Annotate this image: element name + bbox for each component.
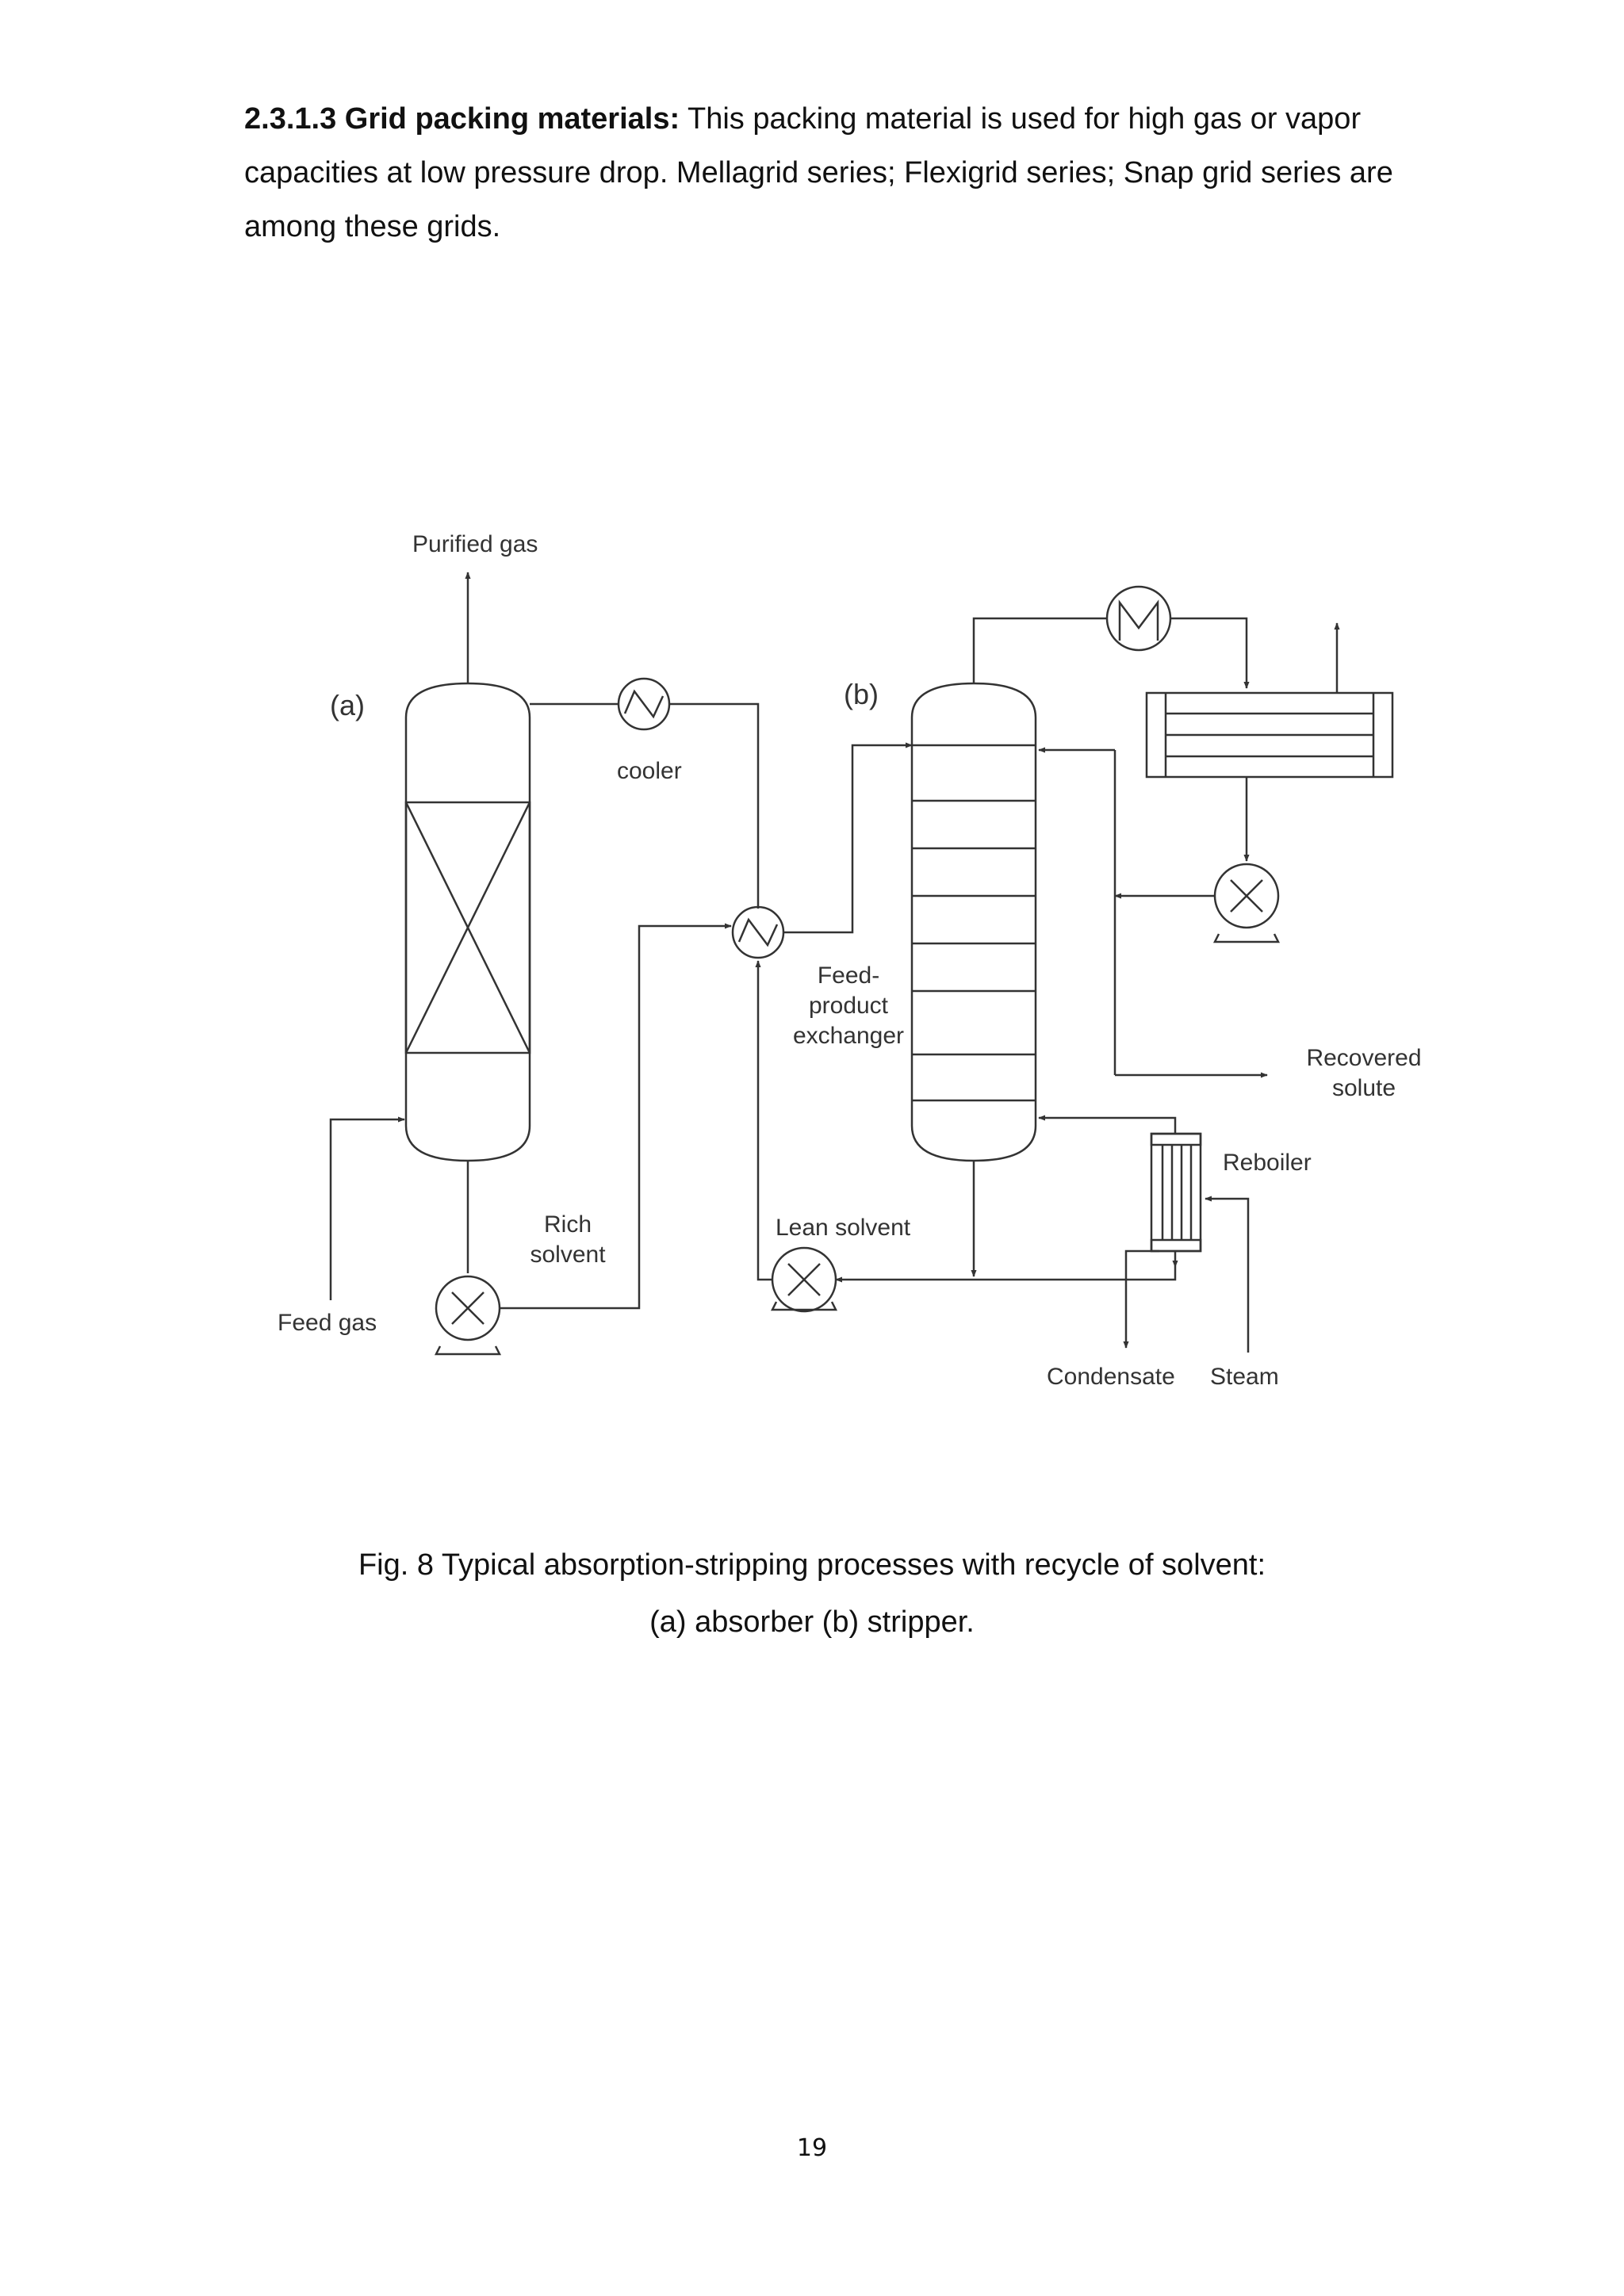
caption-line-1: Fig. 8 Typical absorption-stripping proc… — [358, 1548, 1266, 1582]
reboiler — [1150, 1132, 1202, 1253]
label-rich-2: solvent — [530, 1242, 606, 1268]
label-feed-product-2: product — [809, 993, 889, 1019]
reflux-drum — [1145, 691, 1394, 779]
lean-solvent-line — [755, 960, 772, 1281]
label-column-b: (b) — [844, 678, 879, 710]
absorber-column — [404, 682, 531, 1162]
label-feed-gas: Feed gas — [278, 1310, 377, 1336]
label-condensate: Condensate — [1047, 1364, 1175, 1390]
label-feed-product-1: Feed- — [818, 962, 879, 989]
caption-line-2: (a) absorber (b) stripper. — [649, 1605, 975, 1639]
rich-solvent-line — [500, 923, 732, 1310]
label-recovered-1: Recovered — [1306, 1045, 1421, 1071]
label-cooler: cooler — [617, 758, 682, 784]
stripper-overhead-line — [972, 617, 1107, 683]
page-number: 19 — [796, 2134, 828, 2162]
cooler-to-exchanger-line — [669, 702, 760, 909]
stripper-column — [910, 682, 1037, 1162]
condensate-line — [1123, 1249, 1159, 1349]
section-body: This packing material is used for high g… — [244, 102, 1393, 243]
steam-line — [1205, 1196, 1250, 1353]
feed-gas-line — [329, 1116, 405, 1300]
label-recovered-2: solute — [1332, 1075, 1396, 1101]
label-lean-solvent: Lean solvent — [776, 1215, 911, 1241]
section-heading: 2.3.1.3 Grid packing materials: — [244, 102, 680, 136]
label-reboiler: Reboiler — [1223, 1150, 1312, 1176]
exchanger-to-stripper-line — [783, 742, 913, 934]
label-column-a: (a) — [330, 689, 365, 721]
label-rich-1: Rich — [544, 1211, 592, 1238]
section-paragraph: 2.3.1.3 Grid packing materials: This pac… — [244, 92, 1402, 254]
label-feed-product-3: exchanger — [793, 1023, 904, 1049]
label-purified-gas: Purified gas — [412, 531, 538, 557]
label-steam: Steam — [1210, 1364, 1279, 1390]
condenser-icon — [1105, 585, 1172, 652]
figure-caption: Fig. 8 Typical absorption-stripping proc… — [0, 1536, 1624, 1651]
